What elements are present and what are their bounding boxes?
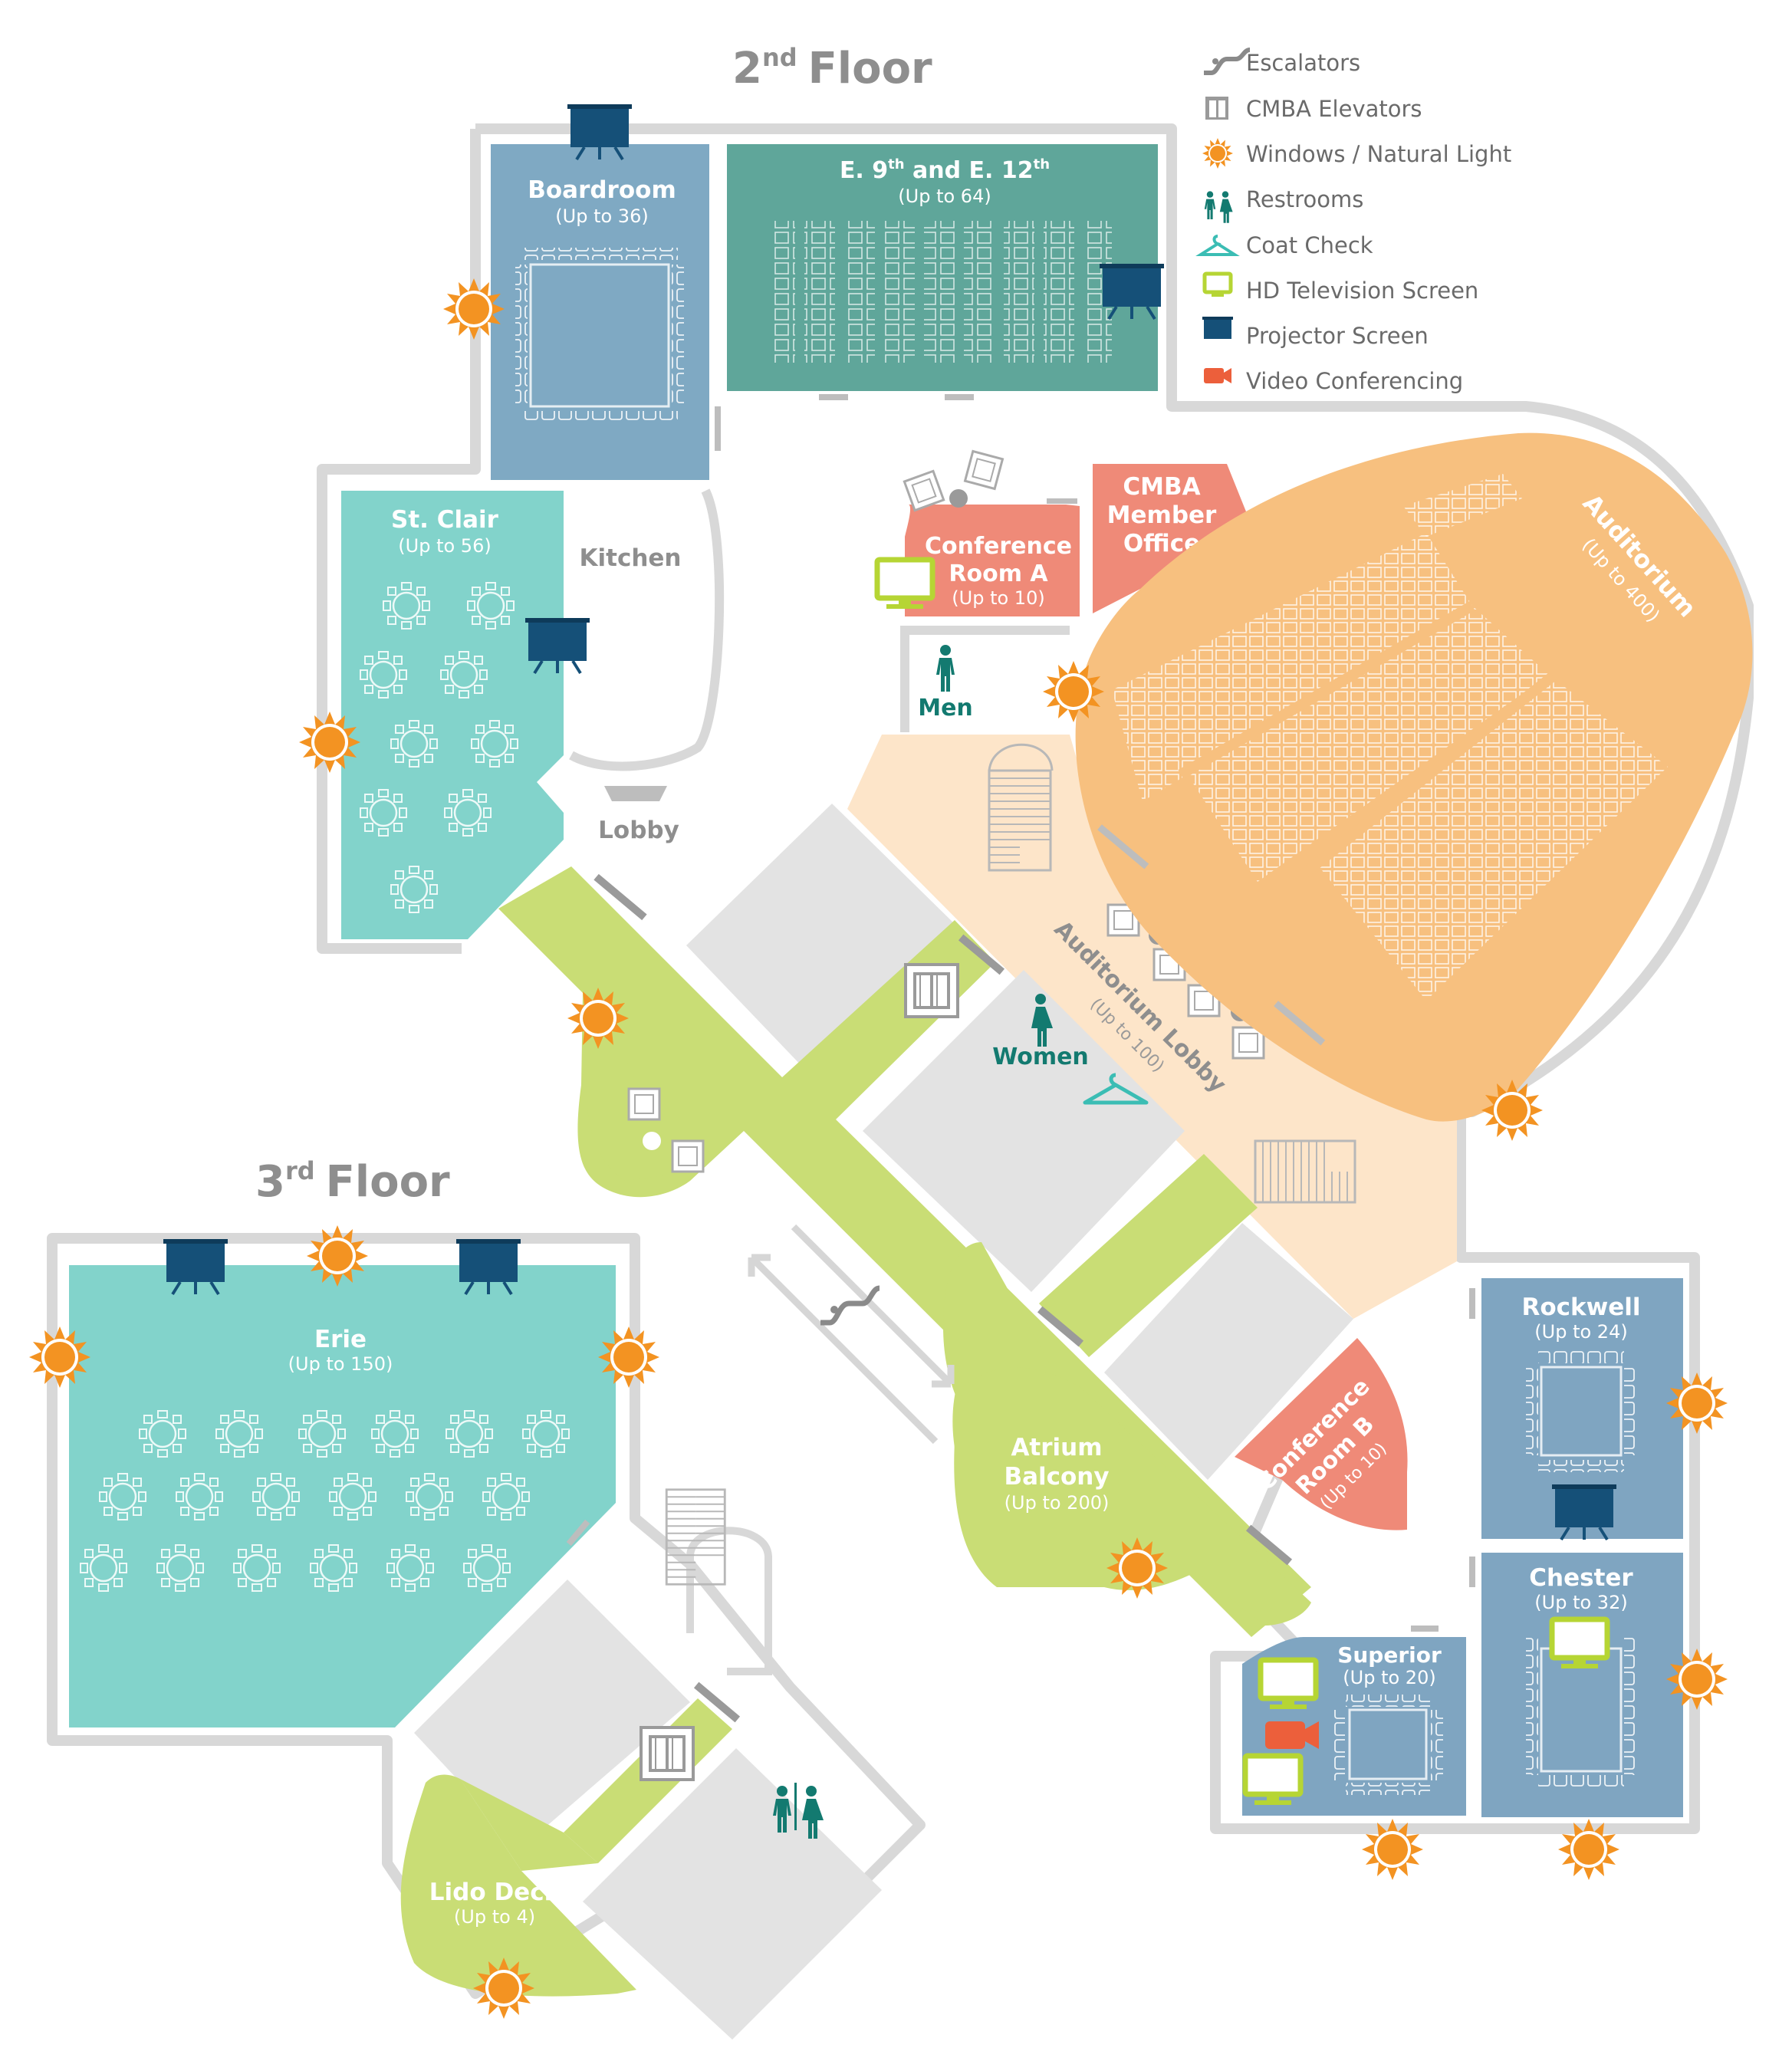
gray-blocks — [414, 804, 1353, 2040]
elevator-icon — [904, 963, 959, 1018]
lido-deck-capacity: (Up to 4) — [454, 1906, 535, 1928]
legend-video: Video Conferencing — [1204, 368, 1463, 394]
escalator-icon — [1204, 48, 1251, 75]
erie-name: Erie — [314, 1326, 367, 1353]
conference-room-a-name-line1: Conference — [925, 533, 1072, 560]
legend-windows: Windows / Natural Light — [1202, 138, 1511, 169]
st-clair-capacity: (Up to 56) — [398, 535, 491, 557]
legend-projector: Projector Screen — [1202, 317, 1429, 349]
boardroom-capacity: (Up to 36) — [555, 205, 648, 227]
atrium-balcony-capacity: (Up to 200) — [1005, 1492, 1110, 1514]
conference-room-a-name-line2: Room A — [949, 560, 1048, 587]
stairs-icon — [665, 1488, 772, 1675]
legend-projector-label: Projector Screen — [1246, 323, 1429, 349]
kitchen-label: Kitchen — [579, 544, 681, 572]
chester-capacity: (Up to 32) — [1534, 1592, 1627, 1613]
boardroom[interactable]: Boardroom (Up to 36) — [491, 144, 709, 480]
e9-e12-capacity: (Up to 64) — [898, 186, 991, 207]
cmba-line1: CMBA — [1123, 473, 1200, 501]
legend-escalators: Escalators — [1204, 48, 1360, 76]
men-icon — [936, 645, 955, 692]
kitchen-area: Kitchen — [569, 488, 725, 771]
atrium-balcony-line1: Atrium — [1011, 1434, 1102, 1461]
lounge-chair-icon — [627, 1087, 661, 1121]
legend-coat-check-label: Coat Check — [1246, 232, 1373, 258]
superior-capacity: (Up to 20) — [1343, 1667, 1435, 1688]
lounge-chair-icon — [964, 450, 1004, 490]
atrium-balcony-line2: Balcony — [1004, 1463, 1109, 1491]
st-clair-name: St. Clair — [391, 506, 499, 534]
superior-name: Superior — [1337, 1642, 1442, 1668]
lido-deck-name: Lido Deck — [429, 1879, 561, 1906]
restrooms-icon — [773, 1783, 824, 1839]
women-label: Women — [992, 1044, 1089, 1070]
rockwell-capacity: (Up to 24) — [1534, 1321, 1627, 1343]
erie-capacity: (Up to 150) — [288, 1353, 393, 1375]
lobby-label: Lobby — [598, 817, 679, 844]
chester-room[interactable]: Chester (Up to 32) — [1481, 1553, 1683, 1817]
lido-deck[interactable]: Lido Deck (Up to 4) — [400, 1774, 636, 1997]
legend-coat-check: Coat Check — [1195, 232, 1373, 258]
st-clair-room[interactable]: St. Clair (Up to 56) — [341, 491, 564, 939]
mens-restroom[interactable]: Men — [900, 626, 1074, 732]
legend-restrooms: Restrooms — [1204, 186, 1363, 223]
auditorium[interactable]: Auditorium (Up to 400) — [1075, 432, 1753, 1122]
chester-name: Chester — [1529, 1564, 1633, 1592]
sun-icon — [1202, 138, 1233, 169]
legend-elevators: CMBA Elevators — [1205, 96, 1422, 122]
restroom-icon — [1204, 191, 1216, 219]
escalator-icon — [748, 1224, 955, 1445]
erie-room[interactable]: Erie (Up to 150) — [69, 1265, 616, 1727]
legend-windows-label: Windows / Natural Light — [1246, 141, 1511, 167]
legend-restrooms-label: Restrooms — [1246, 186, 1363, 212]
e9-e12-room[interactable]: E. 9th and E. 12th (Up to 64) — [727, 144, 1158, 391]
cmba-line2: Member — [1107, 501, 1217, 529]
rockwell-name: Rockwell — [1521, 1294, 1640, 1321]
map-legend: Escalators CMBA Elevators Windows / Natu… — [1195, 48, 1511, 394]
atrium-balcony[interactable]: Atrium Balcony (Up to 200) — [954, 1367, 1311, 1626]
conference-room-a[interactable]: Conference Room A (Up to 10) — [905, 505, 1080, 616]
projector-icon — [1204, 319, 1231, 339]
legend-elevators-label: CMBA Elevators — [1246, 96, 1422, 122]
elevator-icon — [640, 1726, 695, 1781]
legend-hd-tv: HD Television Screen — [1202, 271, 1478, 304]
video-camera-icon — [1204, 368, 1224, 383]
cmba-member-office[interactable]: CMBA Member Office — [1093, 464, 1254, 613]
legend-escalators-label: Escalators — [1246, 50, 1360, 76]
conference-room-a-capacity: (Up to 10) — [952, 587, 1044, 609]
lounge-chair-icon — [671, 1139, 705, 1173]
tv-icon — [1202, 271, 1233, 294]
superior-video-conferencing-icon — [1265, 1721, 1319, 1749]
coat-check-icon — [1083, 1073, 1149, 1105]
e9-e12-name: E. 9th and E. 12th — [840, 156, 1050, 184]
men-label: Men — [918, 695, 973, 722]
legend-video-label: Video Conferencing — [1246, 368, 1463, 394]
coat-check-icon — [1195, 235, 1240, 256]
legend-hd-tv-label: HD Television Screen — [1246, 278, 1478, 304]
boardroom-name: Boardroom — [528, 176, 676, 204]
rockwell-room[interactable]: Rockwell (Up to 24) — [1481, 1278, 1683, 1539]
lounge-chair-icon — [903, 469, 945, 512]
